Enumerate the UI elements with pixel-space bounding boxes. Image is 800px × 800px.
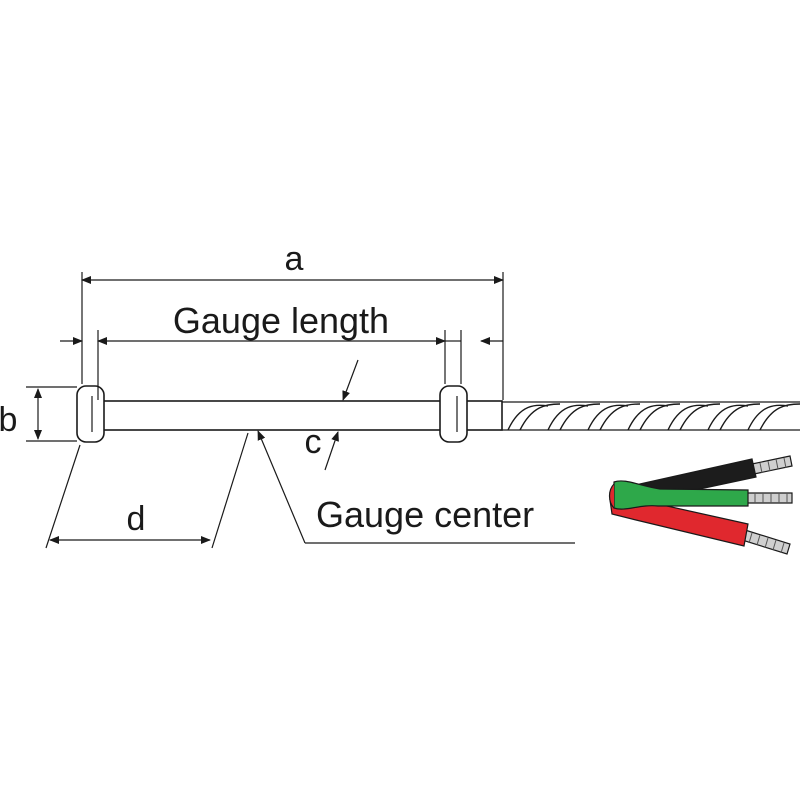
gauge-center-leader: Gauge center	[257, 430, 575, 544]
dimension-c: c	[305, 359, 359, 471]
dimension-d: d	[45, 432, 249, 549]
dimension-a-label: a	[285, 240, 304, 278]
gauge-length-label: Gauge length	[173, 300, 389, 341]
dimension-b-label: b	[0, 401, 17, 439]
dimension-b: b	[0, 386, 77, 442]
right-flange	[439, 385, 468, 443]
dimension-gauge-length: Gauge length	[60, 300, 503, 400]
left-flange	[76, 385, 105, 443]
dimension-a: a	[81, 240, 504, 400]
three-lead-wires-icon	[608, 455, 793, 555]
gauge-center-label: Gauge center	[316, 494, 534, 535]
twisted-cable	[500, 401, 800, 431]
dimension-d-label: d	[127, 500, 146, 538]
dimension-c-label: c	[305, 423, 322, 461]
